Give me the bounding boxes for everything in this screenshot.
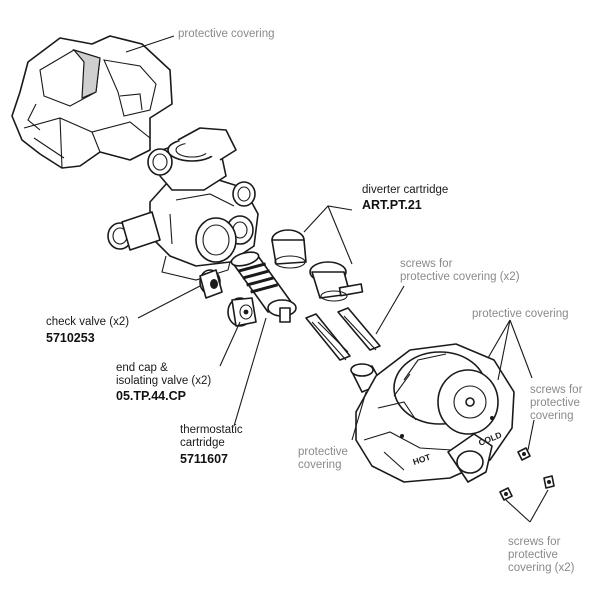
diverter-cartridge-part: [271, 229, 364, 302]
label-screws-bottom-line3: covering (x2): [508, 562, 575, 574]
handle-covering-part: HOT COLD: [355, 343, 515, 483]
label-protective-covering-mid-line2: covering: [298, 459, 342, 471]
screw-right: [517, 447, 531, 461]
label-protective-covering-top: protective covering: [178, 28, 275, 40]
end-cap-part: [227, 297, 257, 327]
label-protective-covering-mid-line1: protective: [298, 446, 348, 458]
leader-lines: [125, 35, 549, 523]
label-screws-mid-line2: protective covering (x2): [400, 271, 520, 283]
label-screws-right-line3: covering: [530, 410, 574, 422]
label-diverter-cartridge: diverter cartridge: [362, 184, 449, 196]
code-diverter-cartridge: ART.PT.21: [362, 198, 422, 212]
screw-bottom-right: [543, 475, 555, 489]
valve-body: [107, 127, 259, 281]
code-check-valve: 5710253: [46, 331, 95, 345]
label-screws-bottom-line2: protective: [508, 549, 558, 561]
small-screws: [499, 447, 555, 501]
label-protective-covering-right: protective covering: [472, 308, 569, 320]
label-thermostatic-line1: thermostatic: [180, 424, 243, 436]
label-thermostatic-line2: cartridge: [180, 437, 225, 449]
label-screws-bottom-line1: screws for: [508, 536, 561, 548]
label-end-cap-line1: end cap &: [116, 362, 168, 374]
label-screws-right-line1: screws for: [530, 384, 583, 396]
thermostatic-cartridge-part: [230, 251, 297, 323]
label-check-valve: check valve (x2): [46, 316, 130, 328]
code-thermostatic: 5711607: [180, 452, 228, 466]
check-valve-part: [199, 269, 223, 299]
long-screws-part: [305, 307, 381, 361]
code-end-cap: 05.TP.44.CP: [116, 389, 186, 403]
screw-bottom-left: [499, 487, 513, 501]
protective-covering-block: [11, 35, 173, 169]
label-end-cap-line2: isolating valve (x2): [116, 375, 212, 387]
label-screws-mid-line1: screws for: [400, 258, 453, 270]
label-screws-right-line2: protective: [530, 397, 580, 409]
